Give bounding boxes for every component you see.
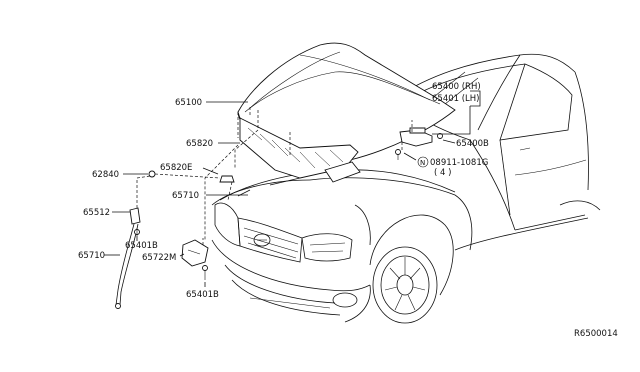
label-hood-insulator: 65820	[186, 139, 213, 149]
label-ref-code: R6500014	[574, 329, 618, 339]
label-stay-bracket: 65512	[83, 208, 110, 218]
label-nut-symbol: N	[420, 159, 425, 167]
assembly-lines	[136, 107, 413, 245]
hood-stay	[115, 207, 141, 309]
callout-labels: 65100 65820 65820E 62840 65710 65512 654…	[78, 82, 618, 339]
hood-hinge	[395, 127, 443, 160]
hood-lock	[181, 239, 209, 280]
nut-symbol-circle	[417, 156, 429, 168]
label-bolt-lower: 65401B	[186, 290, 219, 300]
label-clip: 65820E	[160, 163, 192, 173]
label-hood-seal: 65710	[172, 191, 199, 201]
label-nut-qty: ( 4 )	[434, 168, 451, 178]
label-lock: 65722M	[142, 253, 176, 263]
label-hood: 65100	[175, 98, 202, 108]
label-hinge-bolt: 65400B	[456, 139, 489, 149]
front-wheel	[369, 214, 454, 324]
label-nut-code: 08911-1081G	[430, 158, 488, 168]
label-stay-part: 62840	[92, 170, 119, 180]
leader-lines	[104, 90, 481, 287]
hood-insulator	[239, 117, 361, 183]
label-hood-rod: 65710	[78, 251, 105, 261]
front-end	[211, 169, 473, 323]
label-hinge-lh: 65401 (LH)	[432, 94, 480, 104]
label-bolt-upper: 65401B	[125, 241, 158, 251]
label-hinge-rh: 65400 (RH)	[432, 82, 481, 92]
car-body-outline	[394, 53, 601, 251]
